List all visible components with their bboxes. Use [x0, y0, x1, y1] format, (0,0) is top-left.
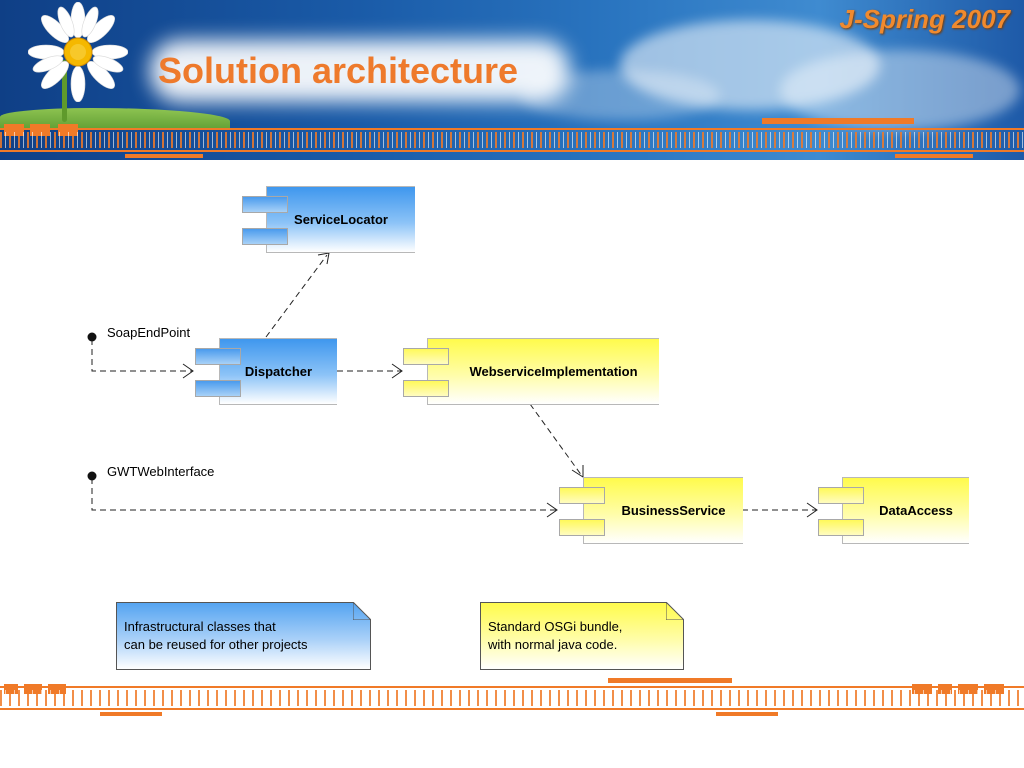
- port-soap-icon: [87, 332, 97, 342]
- footer-stripe-band: [0, 678, 1024, 720]
- header-stripe-band: [0, 118, 1024, 160]
- page-title: Solution architecture: [158, 50, 519, 91]
- component-tab-icon: [818, 487, 864, 504]
- note-line: can be reused for other projects: [124, 637, 308, 652]
- component-tab-icon: [559, 519, 605, 536]
- component-data-access[interactable]: DataAccess: [818, 477, 969, 544]
- connector-webservice-businessservice: [529, 403, 583, 477]
- component-webservice-implementation[interactable]: WebserviceImplementation: [403, 338, 659, 405]
- component-tab-icon: [242, 196, 288, 213]
- note-infrastructure: Infrastructural classes that can be reus…: [116, 602, 371, 670]
- brand-logo: J-Spring 2007: [839, 4, 1010, 34]
- component-tab-icon: [242, 228, 288, 245]
- note-fold-icon: [666, 602, 684, 620]
- note-fold-icon: [353, 602, 371, 620]
- slide-header: Solution architecture J-Spring 2007: [0, 0, 1024, 160]
- component-dispatcher[interactable]: Dispatcher: [195, 338, 337, 405]
- component-service-locator[interactable]: ServiceLocator: [242, 186, 415, 253]
- component-label: BusinessService: [583, 477, 743, 544]
- component-business-service[interactable]: BusinessService: [559, 477, 743, 544]
- arrowhead: [806, 502, 818, 518]
- port-label-gwt: GWTWebInterface: [107, 464, 215, 479]
- note-line: with normal java code.: [488, 637, 618, 652]
- note-line: Infrastructural classes that: [124, 619, 276, 634]
- cloud-decoration: [620, 20, 880, 110]
- port-label-soap: SoapEndPoint: [107, 325, 191, 340]
- connector-soap-dispatcher: [91, 339, 193, 372]
- daisy-flower-icon: [28, 2, 128, 102]
- component-tab-icon: [818, 519, 864, 536]
- port-gwt-icon: [87, 471, 97, 481]
- note-text: Infrastructural classes that can be reus…: [124, 618, 308, 654]
- component-tab-icon: [195, 380, 241, 397]
- note-line: Standard OSGi bundle,: [488, 619, 623, 634]
- title-highlight: [150, 40, 570, 102]
- grass-decoration: [0, 108, 230, 130]
- arrowhead: [571, 465, 584, 478]
- arrowhead: [546, 502, 558, 518]
- arrowhead: [391, 363, 403, 379]
- component-tab-icon: [559, 487, 605, 504]
- arrowhead: [317, 252, 330, 265]
- note-osgi: Standard OSGi bundle, with normal java c…: [480, 602, 684, 670]
- component-label: WebserviceImplementation: [427, 338, 659, 405]
- note-text: Standard OSGi bundle, with normal java c…: [488, 618, 622, 654]
- flower-stem: [62, 60, 67, 122]
- component-tab-icon: [403, 348, 449, 365]
- component-tab-icon: [195, 348, 241, 365]
- connector-dispatcher-servicelocator: [265, 254, 328, 338]
- arrowhead: [182, 363, 194, 379]
- component-label: ServiceLocator: [266, 186, 415, 253]
- component-tab-icon: [403, 380, 449, 397]
- connector-gwt-businessservice: [91, 478, 557, 511]
- cloud-decoration: [780, 50, 1020, 130]
